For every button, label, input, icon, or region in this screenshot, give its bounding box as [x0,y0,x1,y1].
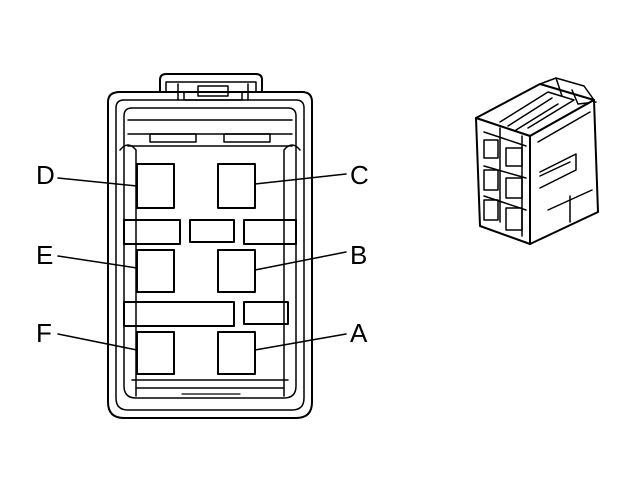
cavity-E [136,249,175,293]
cavity-F [136,331,175,375]
terminal-cavities [136,163,256,375]
cavity-B [217,249,256,293]
separator-bars [123,219,297,327]
cavity-A [217,331,256,375]
pin-label-D: D [36,160,55,190]
connector-face-view [107,73,313,419]
pin-labels: D C E B F A [36,160,369,348]
pin-label-E: E [36,240,53,270]
cavity-C [217,163,256,209]
connector-isometric-view [475,77,599,245]
pin-label-F: F [36,318,52,348]
pin-label-C: C [350,160,369,190]
leader-lines [57,173,347,351]
pin-label-B: B [350,240,367,270]
pin-label-A: A [350,318,368,348]
cavity-D [136,163,175,209]
